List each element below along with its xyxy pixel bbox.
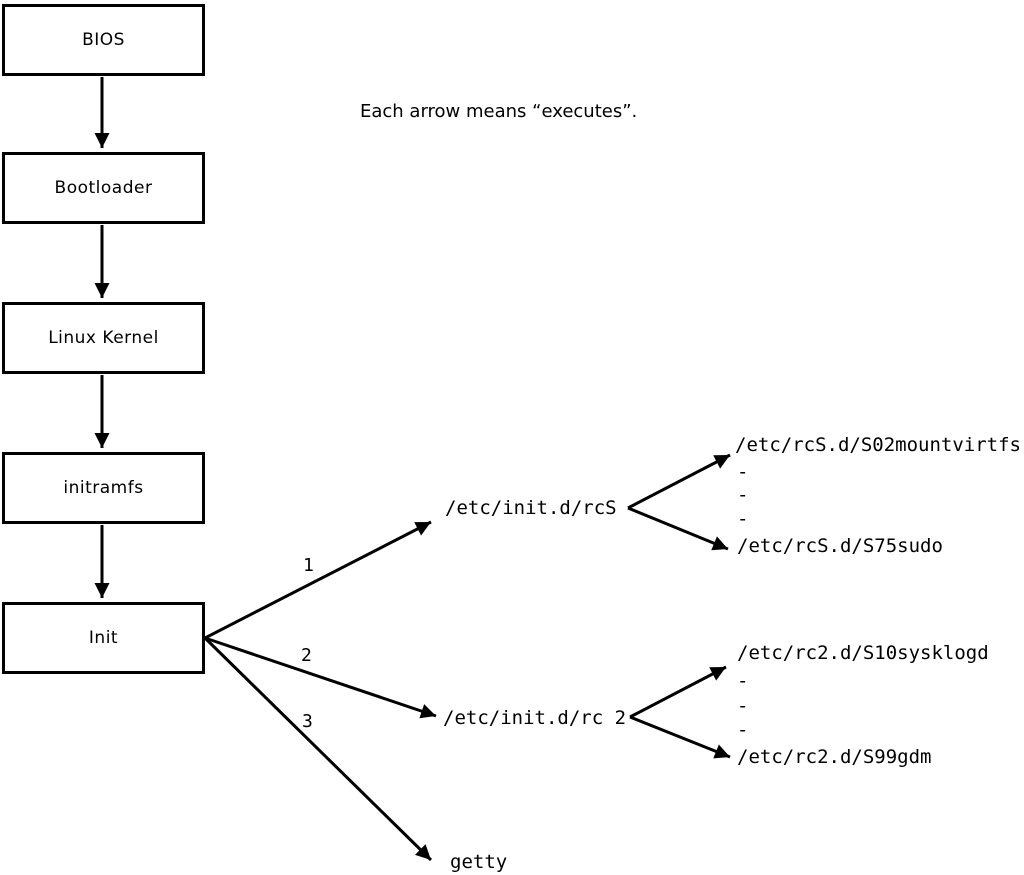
arrow-rc2-to-S10sysklogd bbox=[629, 665, 727, 719]
rcS-entry-dash: - bbox=[737, 484, 749, 506]
branch-number-1: 1 bbox=[303, 555, 314, 576]
arrow-rcS-to-S75sudo bbox=[627, 506, 729, 551]
arrow-init-to-rc2 bbox=[204, 636, 437, 719]
arrow-init-to-rcS bbox=[204, 520, 432, 640]
script-path-rcS: /etc/init.d/rcS bbox=[445, 497, 617, 519]
flow-box-label: Linux Kernel bbox=[48, 328, 159, 348]
flow-box-linux-kernel: Linux Kernel bbox=[2, 302, 205, 374]
flow-box-label: Init bbox=[88, 628, 119, 648]
flow-box-bootloader: Bootloader bbox=[2, 152, 205, 224]
script-path-rc2: /etc/init.d/rc 2 bbox=[443, 707, 627, 729]
arrow-rc2-to-S99gdm bbox=[629, 715, 731, 759]
flow-box-initramfs: initramfs bbox=[2, 452, 205, 524]
rcS-entry-S75sudo: /etc/rcS.d/S75sudo bbox=[737, 535, 943, 557]
rc2-entry-dash: - bbox=[737, 670, 749, 692]
arrow-rcS-to-S02mountvirtfs bbox=[627, 453, 731, 510]
rcS-entry-S02mountvirtfs: /etc/rcS.d/S02mountvirtfs bbox=[735, 434, 1021, 456]
flow-box-init: Init bbox=[2, 602, 205, 674]
rcS-entry-dash: - bbox=[737, 508, 749, 530]
diagram-caption: Each arrow means “executes”. bbox=[360, 101, 638, 122]
rc2-entry-dash: - bbox=[737, 695, 749, 717]
rc2-entry-S99gdm: /etc/rc2.d/S99gdm bbox=[737, 746, 932, 768]
flow-box-label: initramfs bbox=[63, 478, 144, 498]
flow-box-bios: BIOS bbox=[2, 4, 205, 76]
rc2-entry-dash: - bbox=[737, 719, 749, 741]
arrow-init-to-getty bbox=[203, 636, 433, 862]
branch-number-2: 2 bbox=[301, 645, 312, 666]
branch-number-3: 3 bbox=[302, 711, 313, 732]
flow-box-label: BIOS bbox=[82, 30, 125, 50]
flow-box-label: Bootloader bbox=[54, 178, 153, 198]
rcS-entry-dash: - bbox=[737, 461, 749, 483]
rc2-entry-S10sysklogd: /etc/rc2.d/S10sysklogd bbox=[737, 642, 989, 664]
script-path-getty: getty bbox=[450, 851, 508, 873]
